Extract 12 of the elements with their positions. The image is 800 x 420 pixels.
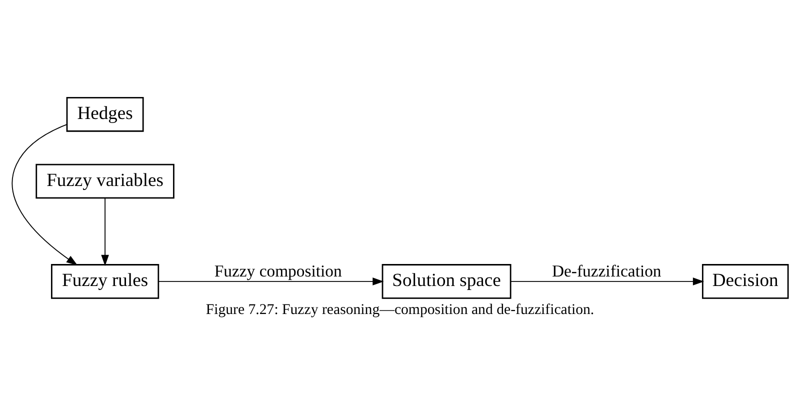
arrow (12, 124, 78, 266)
node-box: Hedges (66, 97, 144, 132)
arrow (101, 198, 109, 266)
edge-label: De-fuzzification (552, 261, 662, 280)
node-box: Solution space (382, 264, 512, 299)
node-box: Decision (702, 264, 789, 299)
arrow (510, 278, 704, 286)
edge-label: Fuzzy composition (214, 261, 342, 280)
node-box: Fuzzy rules (51, 264, 160, 299)
arrow (158, 278, 384, 286)
caption: Figure 7.27: Fuzzy reasoning—composition and de-fuzzification. (206, 302, 594, 318)
node-box: Fuzzy variables (36, 164, 174, 199)
